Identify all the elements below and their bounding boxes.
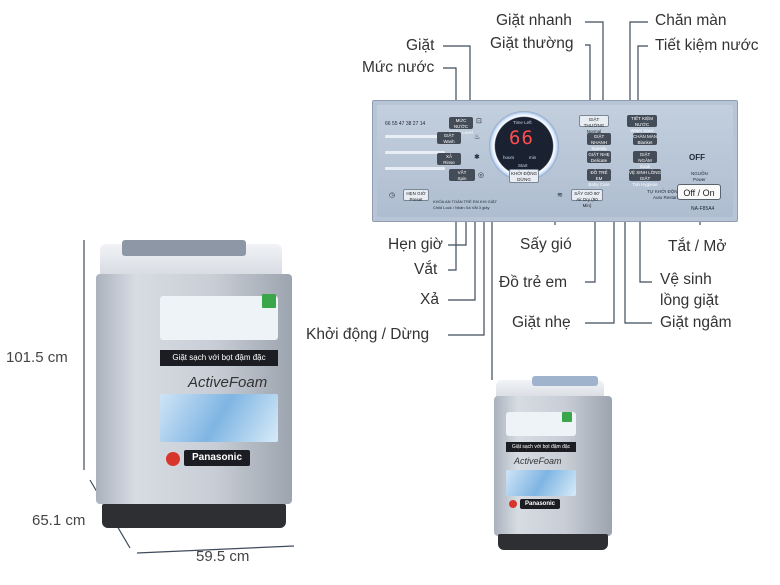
control-panel: 66 55 47 38 27 14 MỨC NƯỚC Water Level ⊡… [372,100,738,222]
label-tub-hygiene-line2: lồng giặt [660,292,719,309]
preset-button[interactable]: HẸN GIỜ Preset [403,189,429,202]
level-bar [385,167,445,170]
machine-control-panel [532,376,598,386]
label-normal-wash: Giặt thường [490,35,574,52]
control-panel-face: 66 55 47 38 27 14 MỨC NƯỚC Water Level ⊡… [377,105,733,217]
level-bar [385,135,445,138]
label-start-pause: Khởi động / Dừng [306,326,430,343]
label-delicate: Giặt nhẹ [512,314,571,331]
blanket-course-button[interactable]: CHĂN MÀN Blanket [633,133,658,145]
power-label: NGUỒN [691,171,708,176]
label-tub-hygiene-line1: Vệ sinh [660,271,712,288]
wash-icon: ♨ [474,134,481,141]
feature-sticker [160,296,278,340]
soak-course-button[interactable]: GIẶT NGÂM Soak [633,151,657,169]
energy-label [262,294,276,308]
label-spin: Vắt [414,261,438,278]
spin-button[interactable]: VẮT Spin [449,169,475,181]
speedy-course-button[interactable]: GIẶT NHANH Speedy [587,133,611,151]
foam-image [160,394,278,442]
label-soak: Giặt ngâm [660,314,732,331]
machine-active-foam: ActiveFoam [188,374,268,391]
machine-brand: Panasonic [184,450,250,466]
energy-label [562,412,572,422]
machine-brand: Panasonic [520,499,560,509]
rinse-button[interactable]: XẢ Rinse [437,153,461,165]
wash-button[interactable]: GIẶT Wash [437,132,461,144]
washing-machine-small: Giặt sạch với bọt đậm đặc ActiveFoam Pan… [492,376,616,552]
label-rinse: Xả [420,291,439,308]
start-label: Start [518,163,528,168]
rinse-icon: ✱ [474,154,480,161]
machine-base [498,534,608,550]
delicate-course-button[interactable]: GIẶT NHẸ Delicate [587,151,611,163]
power-sublabel: Power [693,177,706,182]
foam-image [506,470,576,496]
brand-seal-icon [166,452,180,466]
label-blanket: Chăn màn [655,12,727,29]
water-level-icon: ⊡ [476,118,482,125]
power-button[interactable]: Off / On [677,184,721,200]
machine-control-panel [122,240,246,256]
hours-label: hours [503,155,515,160]
baby-care-course-button[interactable]: ĐỒ TRẺ EM Baby Care [587,169,611,187]
air-dry-button[interactable]: SẤY GIÓ 90' Air Dry (90 Min) [571,189,603,208]
machine-banner: Giặt sạch với bọt đậm đặc [160,350,278,366]
off-icon: OFF [689,153,705,162]
tub-hygiene-button[interactable]: VỆ SINH LỒNG GIẶT Tub Hygiene [629,169,662,187]
machine-active-foam: ActiveFoam [514,456,562,466]
label-speedy-wash: Giặt nhanh [496,12,572,29]
label-water-save: Tiết kiệm nước [655,37,759,54]
time-display: 66 [509,127,534,149]
water-save-button[interactable]: TIẾT KIỆM NƯỚC Water Save [627,115,657,133]
child-lock-note: Child Lock / Nhấn Xả Vắt 3 giây [433,205,490,210]
min-label: min [529,155,537,160]
label-wash: Giặt [406,37,435,54]
machine-banner: Giặt sạch với bọt đậm đặc [506,442,576,452]
machine-base [102,504,286,528]
water-level-button[interactable]: MỨC NƯỚC Water Level [449,117,473,135]
clock-icon: ◷ [389,192,396,199]
model-number: NA-F85A4 [691,206,715,212]
label-air-dry: Sấy gió [520,236,572,253]
air-dry-icon: ≋ [557,192,563,199]
label-water-level: Mức nước [362,59,435,76]
spin-icon: ◎ [478,172,485,179]
auto-restart-label: TỰ KHỞI ĐỘNG LẠI [647,189,689,194]
label-power: Tắt / Mở [668,238,727,255]
label-preset: Hẹn giờ [388,236,443,253]
water-level-scale: 66 55 47 38 27 14 [385,121,426,127]
label-baby-care: Đồ trẻ em [499,274,568,291]
dimension-depth: 65.1 cm [32,512,86,529]
auto-restart-sublabel: Auto Restart [653,195,679,200]
child-lock-label: KHÓA AN TOÀN TRẺ EM KHI GIẶT [433,199,498,204]
dimension-height: 101.5 cm [6,349,68,366]
dimension-width: 59.5 cm [196,548,250,565]
washing-machine-large: Giặt sạch với bọt đậm đặc ActiveFoam Pan… [94,238,302,530]
time-left-label: Time Left [513,120,532,125]
start-pause-button[interactable]: KHỞI ĐỘNG DỪNG [509,169,539,183]
brand-seal-icon [509,500,517,508]
normal-course-button[interactable]: GIẶT THƯỜNG Normal [579,115,609,134]
level-bar [385,151,445,154]
